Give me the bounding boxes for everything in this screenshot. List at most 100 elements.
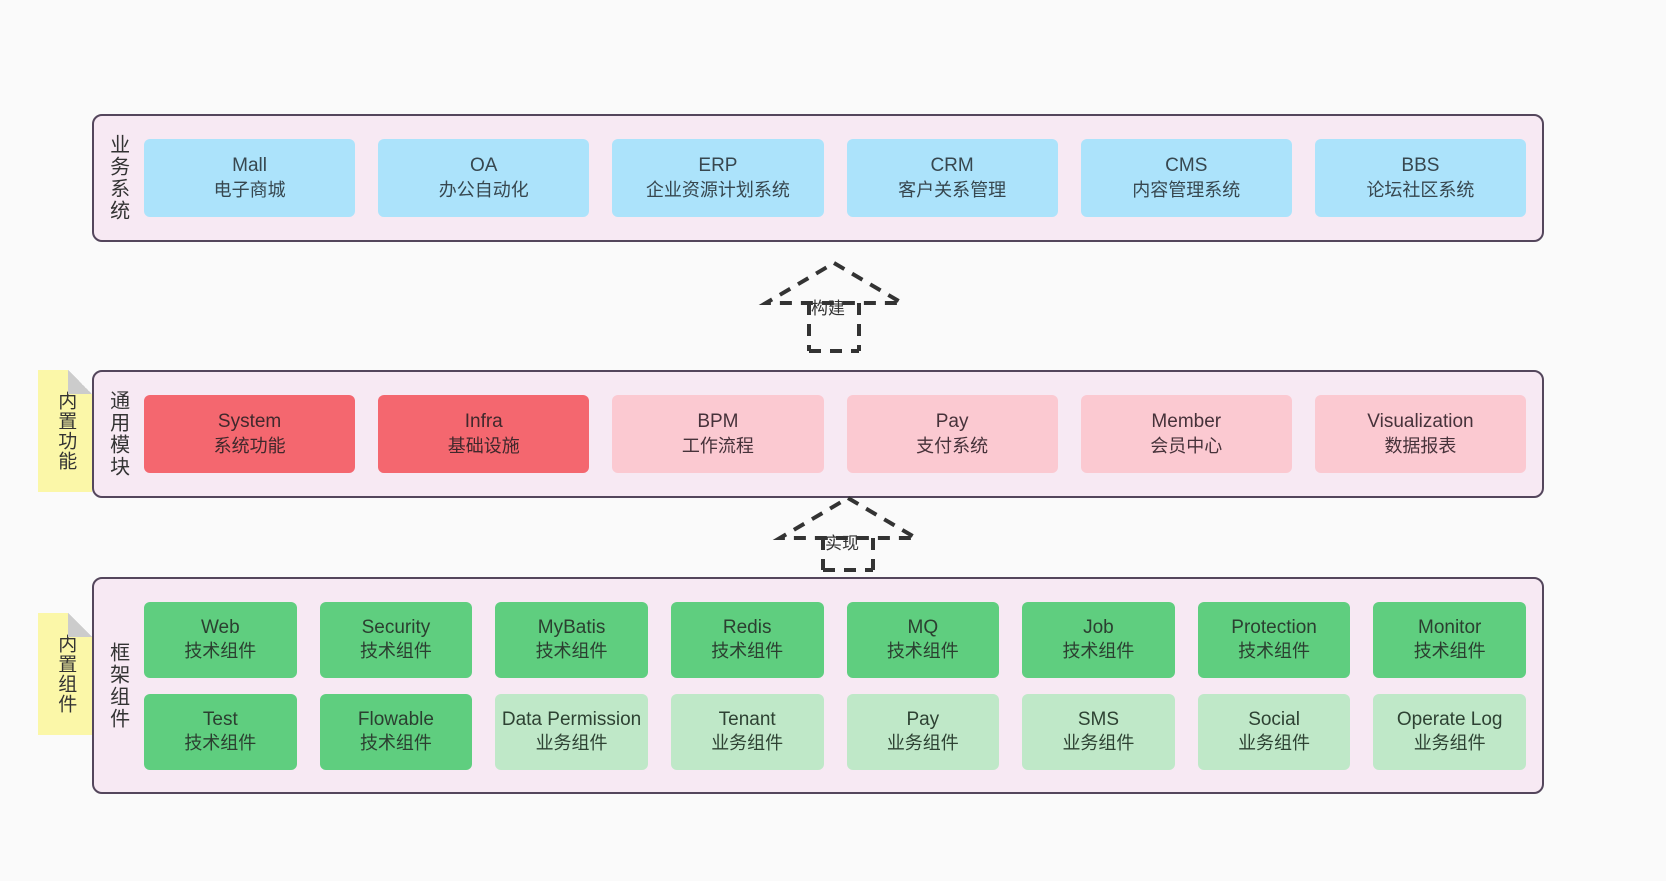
node-redis[interactable]: Redis 技术组件 (670, 601, 824, 678)
note-builtin-components: 内置组件 (38, 613, 92, 735)
node-title: Security (361, 616, 431, 638)
node-pay-business[interactable]: Pay 业务组件 (846, 693, 1000, 770)
node-subtitle: 技术组件 (711, 641, 784, 662)
node-subtitle: 业务组件 (886, 733, 959, 754)
node-title: ERP (698, 155, 738, 177)
node-subtitle: 技术组件 (359, 733, 432, 754)
node-subtitle: 客户关系管理 (898, 179, 1007, 200)
node-cms[interactable]: CMS 内容管理系统 (1080, 139, 1292, 217)
node-title: CMS (1165, 155, 1208, 177)
layer-title-common-module: 通用模块 (106, 390, 129, 478)
node-title: Member (1151, 411, 1222, 433)
node-title: Operate Log (1396, 708, 1503, 730)
node-title: Monitor (1418, 616, 1482, 638)
node-subtitle: 技术组件 (359, 641, 432, 662)
node-erp[interactable]: ERP 企业资源计划系统 (612, 139, 824, 217)
node-social[interactable]: Social 业务组件 (1197, 693, 1351, 770)
node-test[interactable]: Test 技术组件 (144, 693, 297, 770)
node-title: Data Permission (501, 708, 642, 730)
connector-build-label: 构建 (811, 299, 845, 318)
node-title: Visualization (1367, 411, 1474, 433)
node-member[interactable]: Member 会员中心 (1080, 395, 1292, 473)
layer-common-module[interactable]: 通用模块 System 系统功能 Infra 基础设施 BPM 工作流程 Pay… (92, 370, 1544, 498)
node-subtitle: 技术组件 (1062, 641, 1135, 662)
node-subtitle: 业务组件 (1238, 733, 1311, 754)
node-subtitle: 技术组件 (184, 733, 257, 754)
node-title: BBS (1401, 155, 1440, 177)
node-tenant[interactable]: Tenant 业务组件 (670, 693, 824, 770)
note-label: 内置组件 (55, 634, 77, 714)
node-subtitle: 会员中心 (1150, 435, 1223, 456)
layer-body-framework-component: Web 技术组件 Security 技术组件 MyBatis 技术组件 Redi… (140, 579, 1542, 792)
node-infra[interactable]: Infra 基础设施 (378, 395, 590, 473)
node-row: System 系统功能 Infra 基础设施 BPM 工作流程 Pay 支付系统… (144, 395, 1527, 473)
node-row: Test 技术组件 Flowable 技术组件 Data Permission … (144, 693, 1526, 770)
layer-framework-component[interactable]: 框架组件 Web 技术组件 Security 技术组件 MyBatis 技术组件… (92, 577, 1544, 794)
node-title: Redis (722, 616, 772, 638)
node-security[interactable]: Security 技术组件 (319, 601, 473, 678)
node-crm[interactable]: CRM 客户关系管理 (846, 139, 1058, 217)
node-subtitle: 技术组件 (1238, 641, 1311, 662)
node-title: Social (1248, 708, 1300, 730)
node-mq[interactable]: MQ 技术组件 (846, 601, 1000, 678)
node-oa[interactable]: OA 办公自动化 (378, 139, 590, 217)
node-title: Pay (935, 411, 969, 433)
layer-body-business-system: Mall 电子商城 OA 办公自动化 ERP 企业资源计划系统 CRM 客户关系… (140, 116, 1542, 240)
node-subtitle: 业务组件 (535, 733, 608, 754)
node-mall[interactable]: Mall 电子商城 (144, 139, 356, 217)
node-subtitle: 技术组件 (184, 641, 257, 662)
node-title: Mall (232, 155, 267, 177)
connector-build: 构建 (754, 255, 914, 355)
node-subtitle: 业务组件 (1413, 733, 1486, 754)
node-subtitle: 基础设施 (447, 435, 520, 456)
node-subtitle: 论坛社区系统 (1366, 179, 1475, 200)
node-title: MyBatis (537, 616, 606, 638)
node-sms[interactable]: SMS 业务组件 (1022, 693, 1175, 770)
node-flowable[interactable]: Flowable 技术组件 (319, 693, 473, 770)
node-mybatis[interactable]: MyBatis 技术组件 (495, 601, 648, 678)
node-visualization[interactable]: Visualization 数据报表 (1314, 395, 1527, 473)
layer-business-system[interactable]: 业务系统 Mall 电子商城 OA 办公自动化 ERP 企业资源计划系统 CRM… (92, 114, 1544, 242)
node-operate-log[interactable]: Operate Log 业务组件 (1373, 693, 1526, 770)
layer-body-common-module: System 系统功能 Infra 基础设施 BPM 工作流程 Pay 支付系统… (140, 372, 1542, 496)
node-row: Web 技术组件 Security 技术组件 MyBatis 技术组件 Redi… (144, 601, 1526, 678)
node-title: Protection (1231, 616, 1317, 638)
node-title: Infra (464, 411, 503, 433)
connector-implement: 实现 (768, 490, 928, 590)
node-title: CRM (930, 155, 974, 177)
node-web[interactable]: Web 技术组件 (144, 601, 297, 678)
node-monitor[interactable]: Monitor 技术组件 (1373, 601, 1526, 678)
implement-arrow-icon (772, 495, 924, 572)
node-subtitle: 技术组件 (1413, 641, 1486, 662)
node-subtitle: 数据报表 (1384, 435, 1457, 456)
node-subtitle: 内容管理系统 (1132, 179, 1241, 200)
node-subtitle: 业务组件 (711, 733, 784, 754)
node-row: Mall 电子商城 OA 办公自动化 ERP 企业资源计划系统 CRM 客户关系… (144, 139, 1527, 217)
node-bbs[interactable]: BBS 论坛社区系统 (1314, 139, 1527, 217)
node-subtitle: 技术组件 (886, 641, 959, 662)
node-subtitle: 企业资源计划系统 (645, 179, 790, 200)
node-system[interactable]: System 系统功能 (144, 395, 356, 473)
node-title: Pay (906, 708, 940, 730)
node-subtitle: 技术组件 (535, 641, 608, 662)
node-title: SMS (1077, 708, 1120, 730)
connector-implement-label: 实现 (825, 534, 859, 553)
note-builtin-features: 内置功能 (38, 370, 92, 492)
node-subtitle: 支付系统 (916, 435, 989, 456)
layer-title-business-system: 业务系统 (106, 134, 129, 222)
node-title: Flowable (357, 708, 434, 730)
node-job[interactable]: Job 技术组件 (1022, 601, 1175, 678)
node-subtitle: 办公自动化 (438, 179, 529, 200)
note-label: 内置功能 (55, 391, 77, 471)
node-data-permission[interactable]: Data Permission 业务组件 (495, 693, 648, 770)
node-title: MQ (907, 616, 939, 638)
node-bpm[interactable]: BPM 工作流程 (612, 395, 824, 473)
node-subtitle: 工作流程 (681, 435, 754, 456)
build-arrow-icon (758, 260, 910, 353)
node-protection[interactable]: Protection 技术组件 (1197, 601, 1351, 678)
node-pay[interactable]: Pay 支付系统 (846, 395, 1058, 473)
node-title: BPM (697, 411, 739, 433)
node-title: Web (200, 616, 240, 638)
node-subtitle: 业务组件 (1062, 733, 1135, 754)
